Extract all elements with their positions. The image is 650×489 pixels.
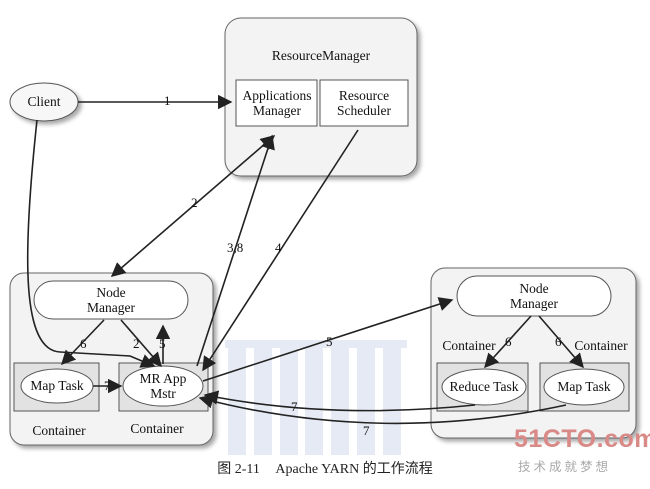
edge-2-rm-nm [110, 135, 276, 277]
edge-label-6c: 6 [555, 334, 562, 349]
left-node-manager-label: Node Manager [87, 285, 135, 315]
edge-label-1: 1 [164, 93, 171, 108]
edge-label-7c: 7 [363, 423, 370, 438]
edge-6-right-2 [538, 315, 584, 369]
reduce-task-label: Reduce Task [449, 379, 519, 394]
right-container-label-1: Container [442, 338, 496, 353]
edge-label-5b: 5 [326, 334, 333, 349]
figure-number: 图 2-11 [217, 462, 260, 477]
right-map-task-label: Map Task [557, 379, 611, 394]
watermark-tagline: 技术成就梦想 [518, 459, 612, 474]
right-map-task-node [543, 368, 625, 406]
edge-label-3-8: 3,8 [227, 240, 244, 255]
edge-7-map [198, 394, 567, 425]
edge-label-4: 4 [275, 240, 282, 255]
mr-app-mstr-node [122, 365, 204, 407]
resource-scheduler-label: Resource Scheduler [337, 88, 391, 118]
watermark-brand: 51CTO.com [514, 425, 650, 453]
edge-label-6a: 6 [80, 336, 87, 351]
right-node-manager-label: Node Manager [510, 281, 558, 311]
edge-label-7a: 7 [104, 378, 111, 393]
left-container-label-1: Container [32, 423, 86, 438]
edge-7-reduce [203, 390, 476, 412]
edge-label-2b: 2 [133, 336, 140, 351]
mr-app-mstr-label: MR App Mstr [139, 371, 187, 401]
edge-label-6b: 6 [505, 334, 512, 349]
right-node-manager-box [456, 275, 612, 317]
edge-6-left [61, 319, 105, 366]
applications-manager-box [235, 79, 318, 127]
resource-manager-title: ResourceManager [271, 48, 371, 63]
client-label: Client [27, 94, 61, 109]
right-container-label-2: Container [574, 338, 628, 353]
left-map-task-label: Map Task [30, 378, 84, 393]
edge-label-2a: 2 [191, 195, 198, 210]
edge-5-right [202, 297, 454, 382]
figure-caption: 图 2-11 Apache YARN 的工作流程 [0, 458, 650, 478]
reduce-task-node [441, 368, 527, 406]
edge-2-nm-mr [120, 319, 162, 368]
edge-3-8 [196, 134, 275, 367]
edge-6-right-1 [484, 315, 532, 369]
resource-scheduler-box [319, 79, 409, 127]
figure-title: Apache YARN 的工作流程 [275, 462, 433, 477]
applications-manager-label: Applications Manager [242, 88, 312, 118]
edge-label-7b: 7 [291, 399, 298, 414]
edge-label-5a: 5 [159, 336, 166, 351]
edge-client-mr [26, 119, 156, 368]
left-container-label-2: Container [130, 421, 184, 436]
left-node-manager-box [33, 280, 189, 320]
edge-4 [202, 129, 359, 372]
